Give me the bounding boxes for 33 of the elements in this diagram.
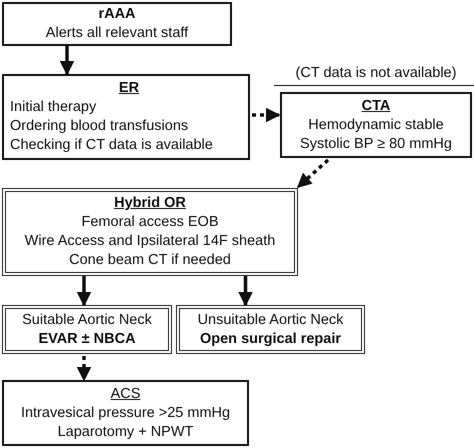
- arrow: [76, 276, 92, 306]
- box-text: Alerts all relevant staff: [46, 25, 188, 41]
- process-box: [2, 305, 172, 354]
- arrow: [76, 356, 92, 382]
- box-text: Femoral access EOB: [82, 214, 218, 230]
- box-text: EVAR ± NBCA: [38, 330, 136, 346]
- box-text: Intravesical pressure >25 mmHg: [20, 404, 230, 420]
- condition-note: (CT data is not available): [274, 64, 474, 86]
- box-text: Hemodynamic stable: [308, 116, 444, 132]
- box-text: Wire Access and Ipsilateral 14F sheath: [24, 233, 276, 249]
- process-box: [176, 305, 365, 354]
- box-text: CTA: [362, 98, 390, 114]
- process-box: [2, 74, 250, 160]
- box-heading: ER: [118, 80, 140, 96]
- box-heading: rAAA: [98, 6, 136, 22]
- box-heading: ACS: [110, 386, 140, 402]
- arrow: [238, 276, 253, 306]
- box-text: Ordering blood transfusions: [10, 118, 188, 134]
- box-heading: Unsuitable Aortic Neck: [198, 312, 344, 328]
- arrow: [252, 108, 280, 122]
- box-heading: Suitable Aortic Neck: [22, 312, 152, 328]
- arrow: [296, 158, 330, 188]
- process-box: [2, 188, 298, 276]
- process-box: [2, 2, 232, 46]
- process-box: [2, 380, 249, 446]
- box-text: Laparotomy + NPWT: [58, 424, 194, 440]
- box-text: Systolic BP ≥ 80 mmHg: [300, 136, 452, 152]
- box-heading: Hybrid OR: [114, 195, 186, 211]
- box-text: Initial therapy: [10, 99, 96, 115]
- box-text: Checking if CT data is available: [10, 137, 213, 153]
- arrow: [60, 46, 74, 76]
- box-text: Cone beam CT if needed: [69, 252, 231, 268]
- box-text: Open surgical repair: [200, 330, 342, 346]
